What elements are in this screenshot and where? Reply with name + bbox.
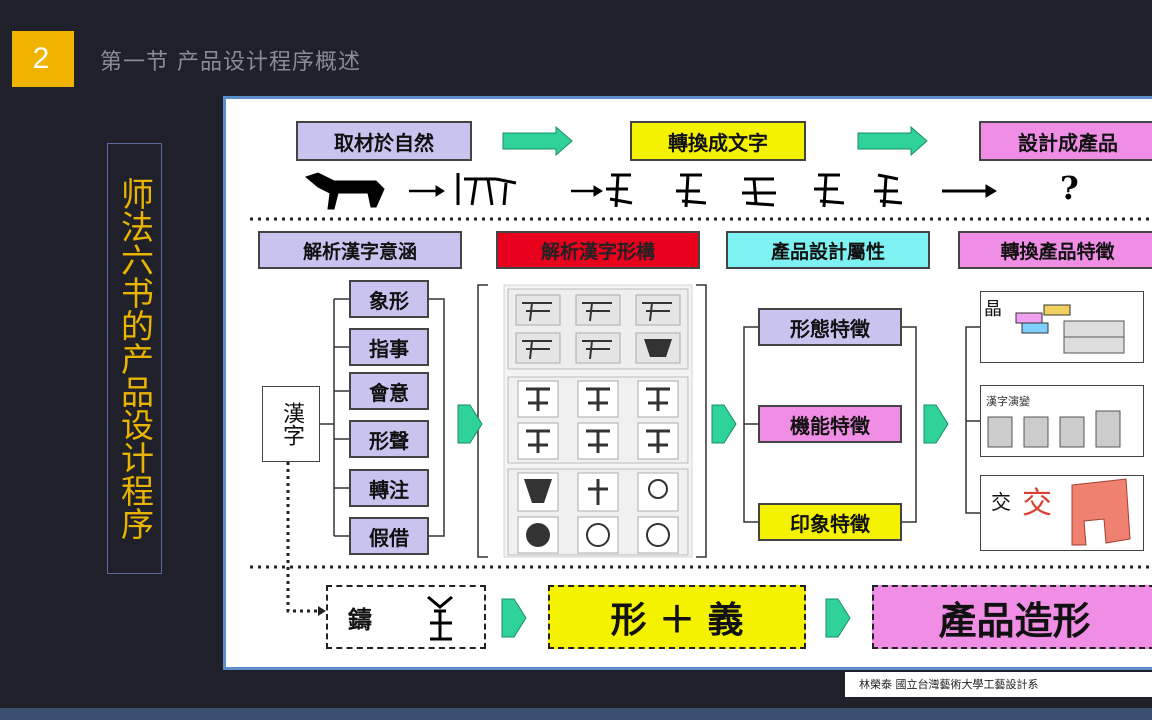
glyph-grid: [503, 284, 693, 558]
glyph-cell-icons: [515, 294, 681, 554]
armchair-icon: 交: [1022, 478, 1131, 546]
result-box: 產品造形: [872, 585, 1152, 649]
slide-number: 2: [32, 42, 50, 75]
vertical-title-box: 师法六书的产品设计程序: [107, 143, 162, 574]
header-product-attributes: 產品設計屬性: [726, 231, 930, 269]
slide-number-badge: 2: [8, 31, 74, 87]
step-to-text: 轉換成文字: [630, 121, 806, 161]
header-convert-features: 轉換產品特徵: [958, 231, 1152, 269]
step-to-product: 設計成產品: [979, 121, 1152, 161]
svg-text:漢字演變: 漢字演變: [986, 394, 1030, 408]
bracket-left: [320, 284, 980, 558]
chair-series-icon: 漢字演變: [986, 394, 1121, 448]
six-writings-item: 假借: [349, 517, 429, 555]
six-writings-item: 轉注: [349, 469, 429, 507]
diagram-panel: 取材於自然 轉換成文字 設計成產品 ? 解析漢字意涵 解析漢字形構 產品設計屬性…: [223, 96, 1152, 670]
attribute-form: 形態特徵: [758, 308, 902, 346]
oracle-glyph-strip: [304, 172, 997, 210]
attribute-function: 機能特徵: [758, 405, 902, 443]
question-mark: ?: [1060, 169, 1079, 207]
six-writings-item: 形聲: [349, 420, 429, 458]
vertical-title: 师法六书的产品设计程序: [115, 177, 155, 540]
six-writings-item: 指事: [349, 328, 429, 366]
drawer-cabinet-icon: [1015, 304, 1125, 354]
step-from-nature: 取材於自然: [296, 121, 472, 161]
header-analyze-meaning: 解析漢字意涵: [258, 231, 462, 269]
feature-label-jiao: 交: [991, 490, 1011, 514]
green-chevron-icon: [457, 404, 949, 638]
six-writings-item: 會意: [349, 372, 429, 410]
credit-label: 林榮泰 國立台灣藝術大學工藝設計系: [845, 672, 1152, 697]
header-analyze-structure: 解析漢字形構: [496, 231, 700, 269]
feature-label-jing: 晶: [984, 299, 1002, 320]
svg-text:交: 交: [1022, 486, 1052, 521]
formula-box: 形 ＋ 義: [548, 585, 806, 649]
attribute-impression: 印象特徵: [758, 503, 902, 541]
bronze-glyph-icon: [427, 595, 453, 641]
six-writings-item: 象形: [349, 280, 429, 318]
badge-divider: [8, 31, 12, 87]
bottom-char: 鑄: [348, 604, 372, 634]
section-title: 第一节 产品设计程序概述: [100, 50, 361, 75]
diagram-graphics: 漢字演變 交: [250, 125, 1152, 641]
bottom-char-box: 鑄: [326, 585, 486, 649]
hanzi-label: 漢字: [262, 386, 320, 462]
green-arrow-icon: [502, 125, 928, 157]
dog-silhouette-icon: [304, 172, 385, 210]
bottom-bar: [0, 708, 1152, 720]
